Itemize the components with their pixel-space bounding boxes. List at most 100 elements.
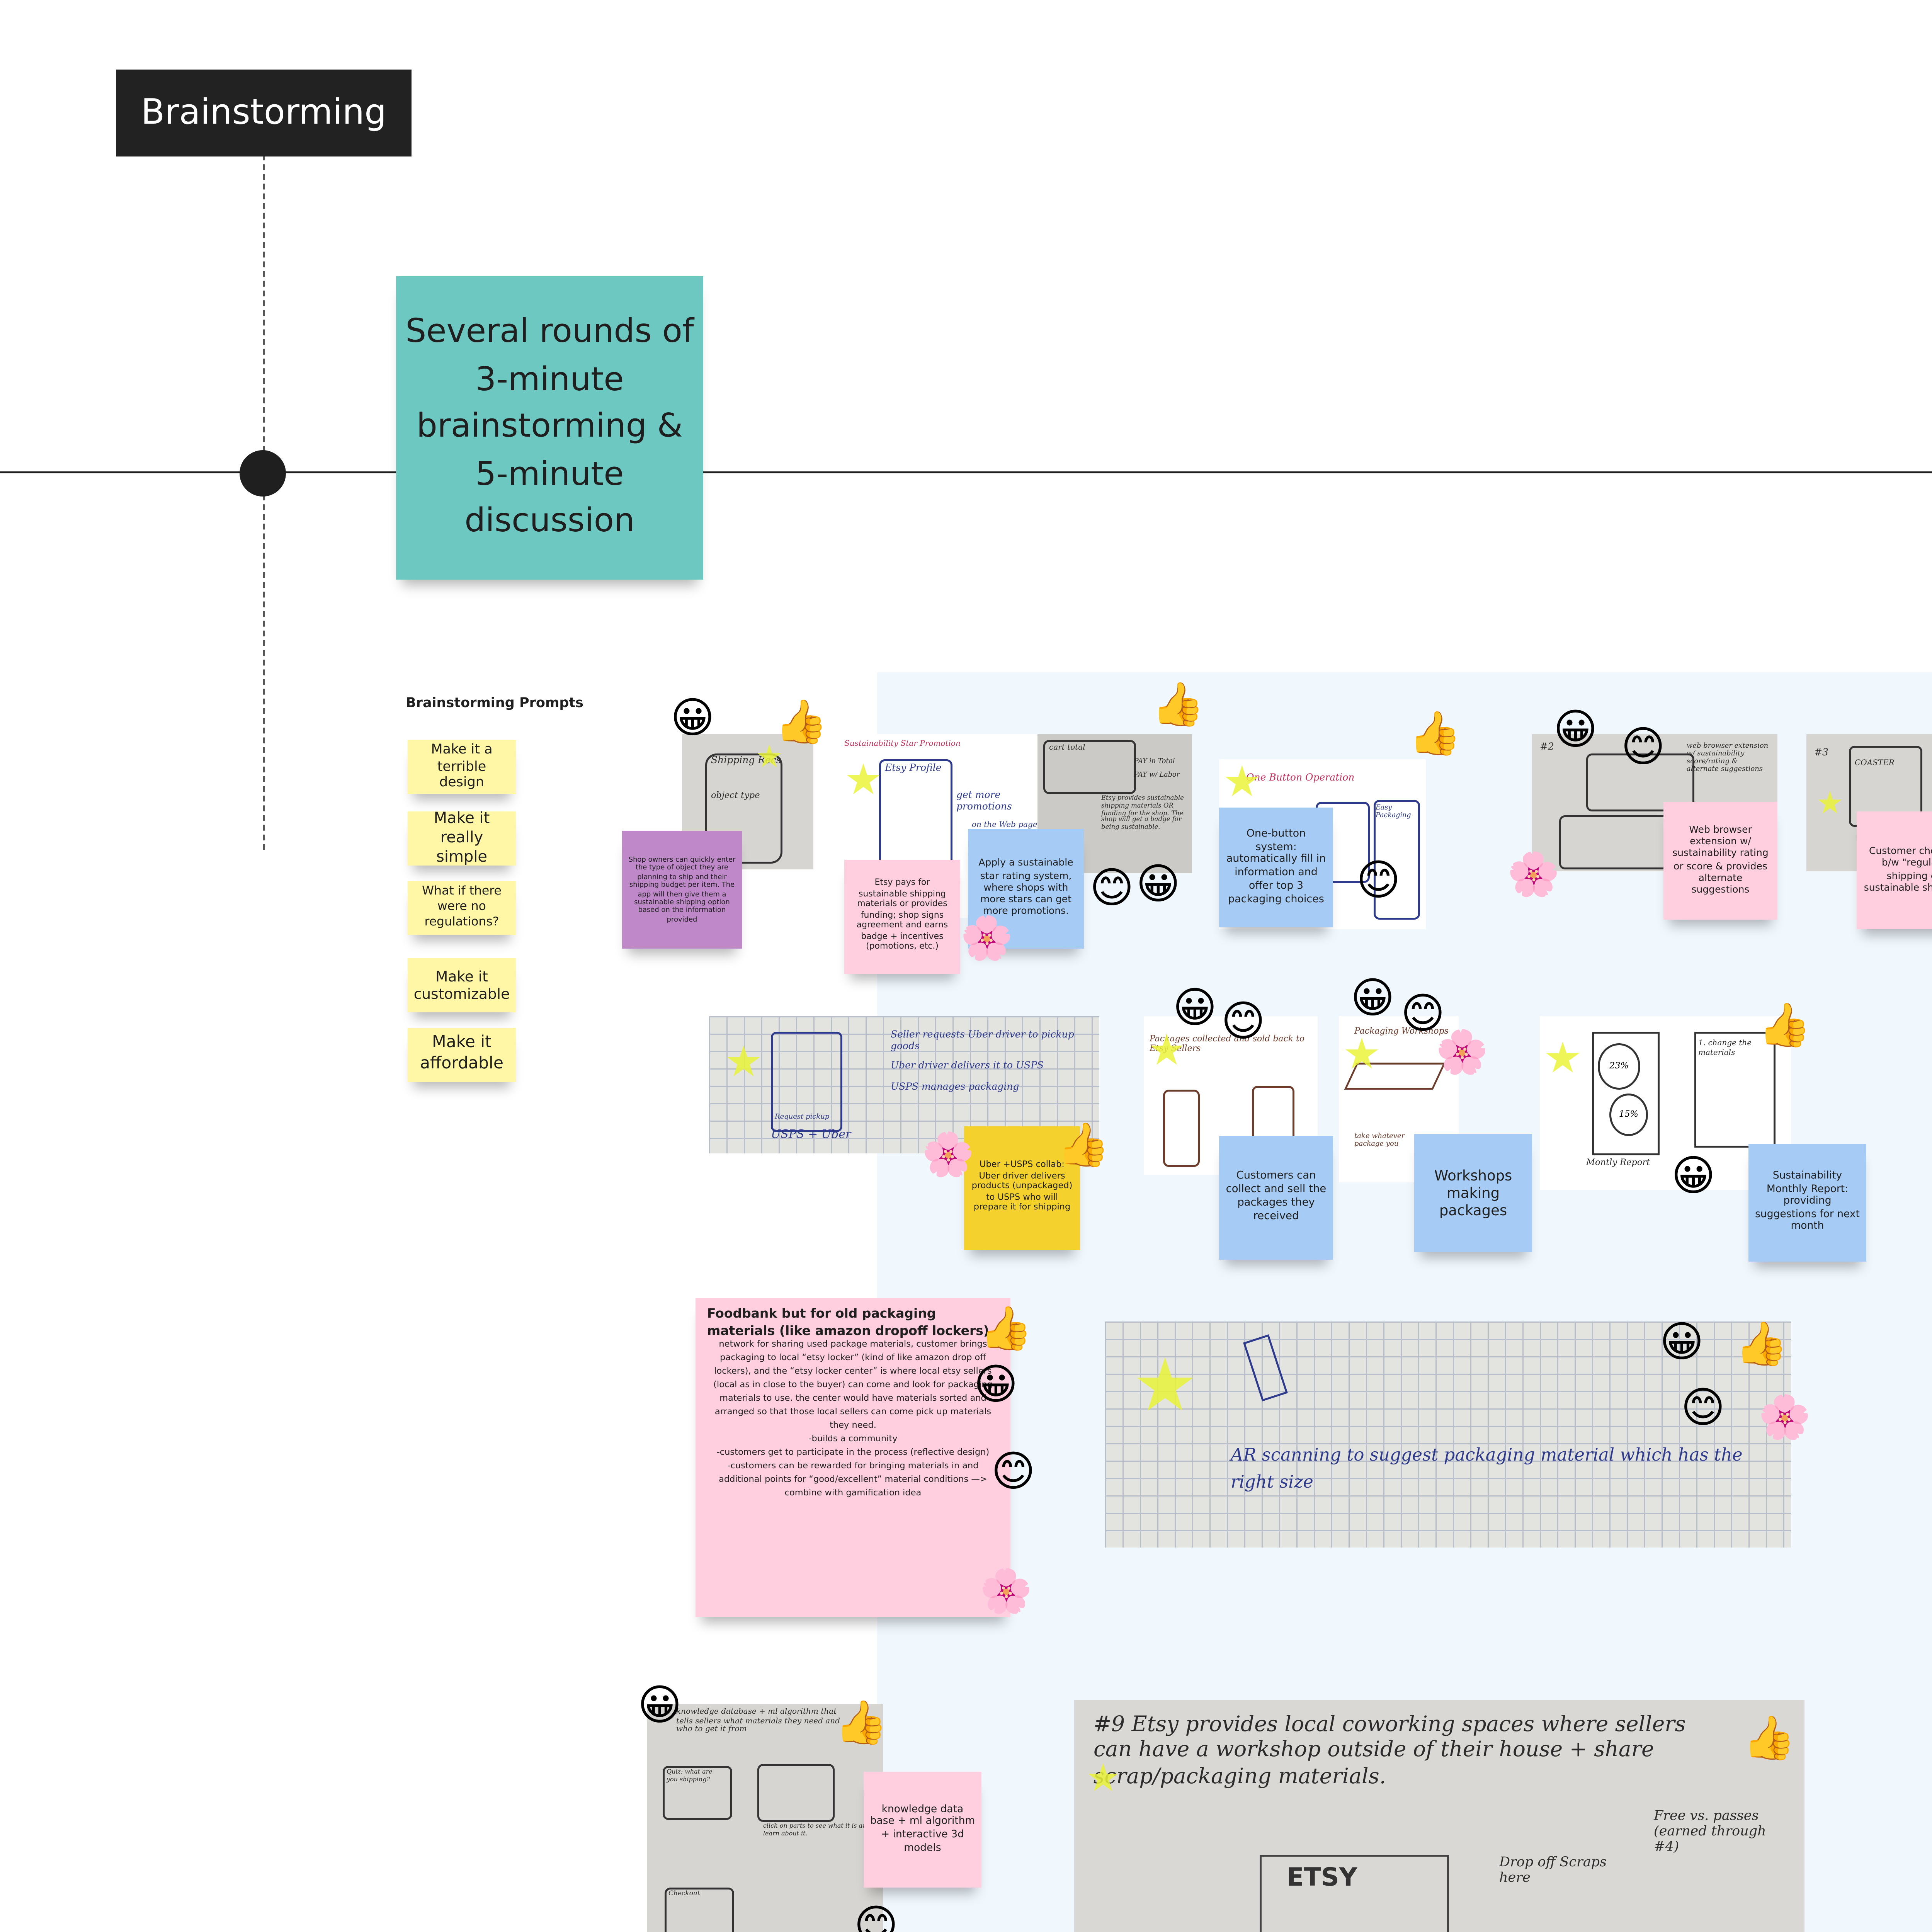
note-text: -builds a community xyxy=(808,1435,898,1445)
grin-emoji-icon[interactable]: 😀 xyxy=(1671,1153,1716,1202)
thumbs-up-icon[interactable]: 👍 xyxy=(1057,1122,1110,1171)
prompt-note[interactable]: Make it a terrible design xyxy=(408,740,516,794)
sketch-knowledge-db[interactable]: knowledge database + ml algorithm that t… xyxy=(647,1704,883,1932)
thumbs-up-icon[interactable]: 👍 xyxy=(1758,1003,1811,1051)
note-text: Web browser extension w/ sustainability … xyxy=(1672,824,1769,896)
note-text: network for sharing used package materia… xyxy=(713,1341,993,1432)
blossom-icon[interactable]: 🌸 xyxy=(922,1132,975,1180)
frame-tag-label: Brainstorming xyxy=(141,93,387,133)
prompt-note[interactable]: Make it affordable xyxy=(408,1028,516,1082)
timeline-note-text: Several rounds of 3-minute brainstorming… xyxy=(405,313,694,542)
note-text: Etsy pays for sustainable shipping mater… xyxy=(856,879,948,953)
note-text: Customers can collect and sell the packa… xyxy=(1226,1171,1327,1223)
sketch-text: Sustainability Star Promotion xyxy=(844,738,961,748)
timeline-line xyxy=(0,471,1932,474)
sketch-text: object type xyxy=(711,792,760,802)
grin-emoji-icon[interactable]: 😀 xyxy=(974,1362,1018,1410)
timeline-note[interactable]: Several rounds of 3-minute brainstorming… xyxy=(396,276,703,580)
thumbs-up-icon[interactable]: 👍 xyxy=(775,699,828,748)
grin-emoji-icon[interactable]: 😀 xyxy=(638,1683,682,1731)
prompt-note[interactable]: Make it really simple xyxy=(408,810,516,866)
sketch-text: Easy Packaging xyxy=(1376,804,1411,820)
note-star-rating[interactable]: Apply a sustainable star rating system, … xyxy=(968,829,1084,949)
prompt-text: Make it customizable xyxy=(413,967,510,1003)
highlight-star-icon: ★ xyxy=(1086,1754,1121,1801)
sketch-text: Checkout xyxy=(668,1889,700,1897)
highlight-star-icon: ★ xyxy=(755,738,783,775)
grin-emoji-icon[interactable]: 😀 xyxy=(1136,862,1180,910)
thumbs-up-icon[interactable]: 👍 xyxy=(1408,711,1462,759)
sketch-coworking[interactable]: #9 Etsy provides local coworking spaces … xyxy=(1074,1700,1804,1932)
note-text: One-button system: automatically fill in… xyxy=(1226,828,1326,905)
thumbs-up-icon[interactable]: 👍 xyxy=(1743,1716,1796,1764)
smile-emoji-icon[interactable]: 😊 xyxy=(1221,999,1265,1047)
sketch-text: COASTER xyxy=(1855,757,1895,767)
sketch-text: Drop off Scraps here xyxy=(1499,1855,1607,1886)
thumbs-up-icon[interactable]: 👍 xyxy=(835,1700,888,1748)
frame-tag[interactable]: Brainstorming xyxy=(116,70,412,156)
smile-emoji-icon[interactable]: 😊 xyxy=(1621,724,1665,773)
highlight-star-icon: ★ xyxy=(1343,1032,1381,1080)
note-foodbank[interactable]: Foodbank but for old packaging materials… xyxy=(696,1298,1010,1617)
note-packages-collected[interactable]: Customers can collect and sell the packa… xyxy=(1219,1136,1333,1260)
note-text: Shop owners can quickly enter the type o… xyxy=(628,855,736,923)
smile-emoji-icon[interactable]: 😊 xyxy=(991,1449,1036,1497)
note-browser-extension[interactable]: Web browser extension w/ sustainability … xyxy=(1663,802,1777,920)
smile-emoji-icon[interactable]: 😊 xyxy=(1401,991,1445,1039)
prompt-note[interactable]: Make it customizable xyxy=(408,958,516,1012)
smile-emoji-icon[interactable]: 😊 xyxy=(1681,1385,1725,1434)
grin-emoji-icon[interactable]: 😀 xyxy=(1660,1320,1704,1368)
smile-emoji-icon[interactable]: 😊 xyxy=(1090,866,1134,914)
grin-emoji-icon[interactable]: 😀 xyxy=(1173,985,1217,1034)
sketch-text: One Button Operation xyxy=(1246,773,1355,784)
blossom-icon[interactable]: 🌸 xyxy=(980,1569,1033,1617)
note-text: -customers can be rewarded for bringing … xyxy=(719,1462,987,1499)
grin-emoji-icon[interactable]: 😀 xyxy=(1553,707,1598,755)
prompt-note[interactable]: What if there were no regulations? xyxy=(408,881,516,935)
sketch-text: PAY in Total xyxy=(1134,757,1175,765)
sketch-text: AR scanning to suggest packaging materia… xyxy=(1231,1447,1743,1493)
highlight-star-icon: ★ xyxy=(1816,784,1844,821)
note-monthly-report[interactable]: Sustainability Monthly Report: providing… xyxy=(1748,1144,1866,1262)
note-text: knowledge data base + ml algorithm + int… xyxy=(870,1804,975,1854)
smile-emoji-icon[interactable]: 😊 xyxy=(854,1903,898,1932)
sketch-text: Free vs. passes (earned through #4) xyxy=(1654,1808,1766,1855)
sketch-text: on the Web page xyxy=(972,819,1037,829)
highlight-star-icon: ★ xyxy=(724,1039,763,1088)
highlight-star-icon: ★ xyxy=(1148,1028,1186,1076)
note-knowledge-db[interactable]: knowledge data base + ml algorithm + int… xyxy=(864,1772,981,1888)
note-one-button[interactable]: One-button system: automatically fill in… xyxy=(1219,808,1333,927)
sketch-text: #9 Etsy provides local coworking spaces … xyxy=(1094,1712,1686,1789)
grin-emoji-icon[interactable]: 😀 xyxy=(1350,976,1395,1024)
sketch-monthly-report[interactable]: 23% 15% 1. change the materials Montly R… xyxy=(1540,1016,1791,1190)
thumbs-up-icon[interactable]: 👍 xyxy=(980,1306,1033,1354)
blossom-icon[interactable]: 🌸 xyxy=(1435,1030,1489,1078)
sketch-text: cart total xyxy=(1049,742,1085,752)
sketch-text: USPS + Uber xyxy=(771,1128,851,1142)
timeline-connector xyxy=(263,155,265,850)
note-text: Sustainability Monthly Report: providing… xyxy=(1755,1170,1860,1234)
note-uber-usps[interactable]: Uber +USPS collab: Uber driver delivers … xyxy=(964,1126,1080,1250)
sketch-text: ETSY xyxy=(1287,1864,1357,1893)
sketch-text: Shipping Recs xyxy=(711,755,781,767)
note-etsy-pays[interactable]: Etsy pays for sustainable shipping mater… xyxy=(844,860,960,974)
blossom-icon[interactable]: 🌸 xyxy=(1758,1395,1811,1443)
note-shipping-recs[interactable]: Shop owners can quickly enter the type o… xyxy=(622,831,742,949)
blossom-icon[interactable]: 🌸 xyxy=(960,916,1014,964)
smile-emoji-icon[interactable]: 😊 xyxy=(1356,858,1401,906)
sketch-ar-scanning[interactable]: AR scanning to suggest packaging materia… xyxy=(1105,1321,1791,1548)
note-text: Customer chooses b/w "regular" shipping … xyxy=(1864,846,1932,894)
timeline-node[interactable] xyxy=(240,450,286,497)
blossom-icon[interactable]: 🌸 xyxy=(1507,852,1560,900)
note-coaster[interactable]: Customer chooses b/w "regular" shipping … xyxy=(1857,811,1932,929)
thumbs-up-icon[interactable]: 👍 xyxy=(1735,1321,1788,1370)
highlight-star-icon: ★ xyxy=(1544,1036,1582,1084)
sketch-text: Uber driver delivers it to USPS xyxy=(891,1061,1044,1072)
thumbs-up-icon[interactable]: 👍 xyxy=(1151,682,1205,730)
note-workshops[interactable]: Workshops making packages xyxy=(1414,1134,1532,1252)
grin-emoji-icon[interactable]: 😀 xyxy=(670,696,715,744)
sketch-text: Packages collected and sold back to Etsy… xyxy=(1150,1036,1305,1055)
sketch-text: 23% xyxy=(1598,1043,1640,1090)
prompts-title: Brainstorming Prompts xyxy=(406,696,584,711)
